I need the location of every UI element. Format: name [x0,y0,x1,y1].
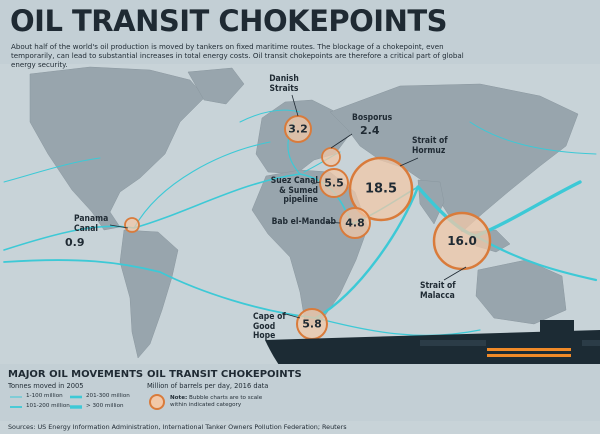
legend-bubble-icon [149,394,165,410]
legend-note-text: Bubble charts are to scale within indica… [170,395,263,408]
legend-note: Note: Bubble charts are to scale within … [170,395,270,409]
legend-chokepoints-title: OIL TRANSIT CHOKEPOINTS [147,369,302,380]
page-title: OIL TRANSIT CHOKEPOINTS [10,4,448,38]
legend-item-1-100: 1-100 million [26,393,63,399]
label-cape: Cape of Good Hope [253,312,286,342]
label-panama: Panama Canal [74,214,109,234]
legend-route-swatches [10,395,82,409]
header: OIL TRANSIT CHOKEPOINTS About half of th… [0,0,600,69]
value-cape: 5.8 [302,317,322,331]
ship-superstructure [540,320,574,338]
chokepoint-bubbles [124,115,492,340]
legend-movements-subtitle: Tonnes moved in 2005 [8,382,84,390]
ship-bridge-stripe-2 [487,354,571,357]
ship-bridge-stripe [487,348,571,351]
label-bab-el-mandab: Bab el-Mandab [271,217,336,227]
world-map [3,66,600,408]
label-malacca: Strait of Malacca [420,281,456,301]
legend-item-101-200: 101-200 million [26,403,70,409]
value-malacca: 16.0 [447,234,477,248]
label-suez: Suez Canal & Sumed pipeline [270,176,318,206]
intro-text: About half of the world's oil production… [11,42,464,69]
legend: MAJOR OIL MOVEMENTS Tonnes moved in 2005… [0,364,600,421]
legend-chokepoints-subtitle: Million of barrels per day, 2016 data [147,382,269,390]
bubble-suez [319,168,349,198]
value-suez: 5.5 [324,176,344,190]
bubble-hormuz [348,156,414,222]
label-danish-straits: Danish Straits [269,74,299,94]
value-bab-el-mandab: 4.8 [345,216,365,230]
value-bosporus: 2.4 [360,124,380,137]
value-danish-straits: 3.2 [288,122,308,136]
sources: Sources: US Energy Information Administr… [8,423,347,431]
label-hormuz: Strait of Hormuz [412,136,448,156]
value-panama: 0.9 [65,236,85,249]
legend-item-300-plus: > 300 million [86,403,124,409]
bubble-bosporus [321,147,341,167]
legend-movements-title: MAJOR OIL MOVEMENTS [8,369,144,380]
value-hormuz: 18.5 [364,181,398,197]
label-bosporus: Bosporus [352,113,393,123]
leader-lines [109,94,467,319]
legend-item-201-300: 201-300 million [86,393,130,399]
legend-note-label: Note: [170,395,188,401]
bubble-panama [124,217,140,233]
